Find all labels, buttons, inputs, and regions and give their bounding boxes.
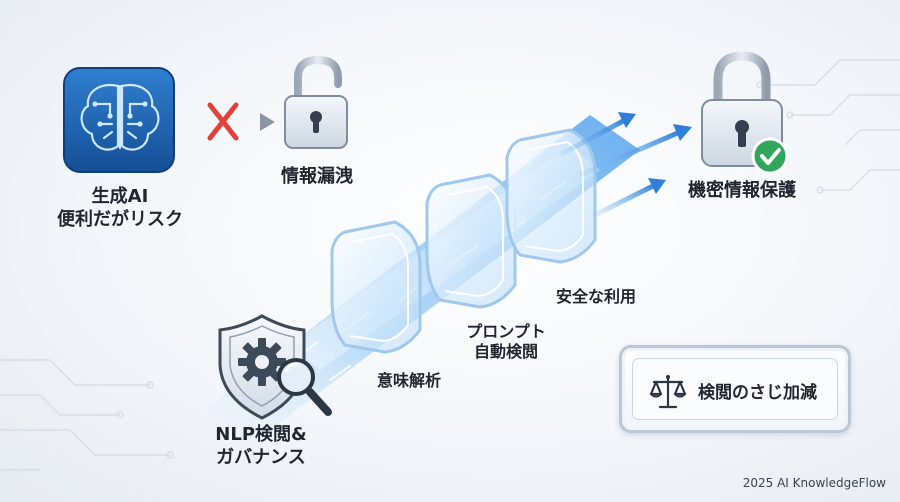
leak-label: 情報漏洩: [262, 166, 372, 189]
output-arrow-top: [558, 112, 636, 158]
tuning-box-inner: [632, 358, 838, 420]
unlock-icon: [284, 55, 348, 149]
nlp-line2: ガバナンス: [216, 446, 306, 468]
filter-panel-2: [425, 173, 517, 309]
circuit-decoration: [0, 59, 900, 471]
filter-panel-3: [505, 128, 597, 264]
protect-label: 機密情報保護: [672, 180, 812, 203]
nlp-label: NLP検閲& ガバナンス: [196, 424, 326, 469]
output-arrow-middle: [579, 124, 692, 178]
check-icon: [751, 137, 789, 175]
magnifier-icon: [277, 358, 332, 416]
prompt-line2: 自動検閲: [473, 342, 538, 361]
output-arrows: [558, 112, 692, 218]
output-arrow-bottom: [593, 178, 666, 218]
cross-icon: [207, 102, 239, 141]
protect-text: 機密情報保護: [688, 180, 796, 201]
gen-ai-line1: 生成AI: [91, 186, 149, 207]
safe-label: 安全な利用: [541, 287, 651, 307]
scale-icon: [649, 375, 687, 409]
semantic-label: 意味解析: [354, 371, 464, 391]
prompt-label: プロンプト 自動検閲: [450, 322, 562, 362]
nlp-line1: NLP検閲&: [215, 424, 307, 445]
tuning-box: 検閲のさじ加減: [619, 345, 851, 433]
credit-text: 2025 AI KnowledgeFlow: [742, 476, 886, 490]
safe-text: 安全な利用: [555, 287, 636, 306]
gen-ai-label: 生成AI 便利だがリスク: [38, 186, 202, 231]
semantic-text: 意味解析: [376, 371, 441, 390]
prompt-line1: プロンプト: [466, 322, 546, 341]
brain-icon: [63, 67, 175, 173]
shield-gear-icon: [218, 314, 306, 420]
leak-text: 情報漏洩: [281, 166, 353, 187]
tuning-label: 検閲のさじ加減: [698, 383, 817, 403]
filter-panel-1: [330, 220, 422, 354]
gen-ai-line2: 便利だがリスク: [57, 208, 183, 230]
